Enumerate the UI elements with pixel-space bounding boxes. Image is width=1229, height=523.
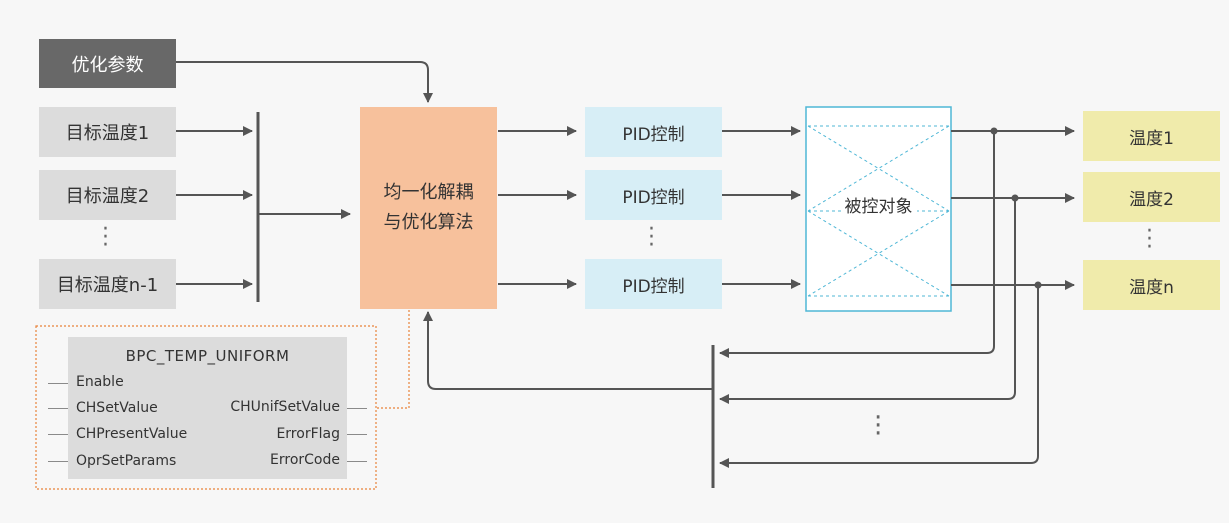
- feedback-to-algorithm-arrow: [423, 311, 712, 390]
- algorithm-label: 均一化解耦 与优化算法: [383, 182, 474, 233]
- temp-label: 温度2: [1129, 189, 1174, 210]
- pin-line-out-unifsetvalue: [347, 408, 367, 409]
- target-temp-box-2: 目标温度2: [39, 170, 176, 220]
- feedback-line-3: [719, 285, 1039, 468]
- pin-errorflag: ErrorFlag: [276, 426, 340, 442]
- temp-ellipsis: ···: [1146, 219, 1153, 260]
- optimize-params-label: 优化参数: [71, 54, 144, 76]
- function-block-title: BPC_TEMP_UNIFORM: [125, 347, 290, 365]
- algorithm-box: 均一化解耦 与优化算法: [360, 107, 497, 309]
- optimize-arrow: [176, 61, 433, 103]
- target-temp-box-1: 目标温度1: [39, 107, 176, 157]
- temp-label: 温度n: [1129, 277, 1174, 298]
- plant-label: 被控对象: [840, 191, 917, 217]
- pid-box-3: PID控制: [585, 259, 722, 309]
- target-temp-label: 目标温度n-1: [56, 275, 159, 296]
- pid-box-2: PID控制: [585, 170, 722, 220]
- pin-line-in-presentvalue: [48, 434, 68, 435]
- feedback-line-1: [719, 131, 995, 358]
- pin-line-out-errorflag: [347, 434, 367, 435]
- target-temp-box-3: 目标温度n-1: [39, 259, 176, 309]
- pid-label: PID控制: [622, 124, 685, 145]
- target-ellipsis: ···: [102, 217, 109, 258]
- temp-box-3: 温度n: [1083, 260, 1220, 310]
- pin-chpresentvalue: CHPresentValue: [76, 426, 188, 442]
- pin-errorcode: ErrorCode: [270, 452, 340, 468]
- function-block: BPC_TEMP_UNIFORM: [68, 337, 347, 479]
- temp-label: 温度1: [1129, 128, 1174, 149]
- pin-line-out-errorcode: [347, 461, 367, 462]
- pin-enable: Enable: [76, 374, 124, 390]
- pin-line-in-enable: [48, 383, 68, 384]
- feedback-line-2: [719, 198, 1016, 404]
- pin-chunifsetvalue: CHUnifSetValue: [230, 399, 340, 415]
- pin-line-in-oprsetparams: [48, 461, 68, 462]
- target-temp-label: 目标温度2: [65, 186, 150, 207]
- plant-label-box: 被控对象: [806, 190, 951, 218]
- pin-chsetvalue: CHSetValue: [76, 400, 158, 416]
- pid-label: PID控制: [622, 276, 685, 297]
- optimize-params-box: 优化参数: [39, 39, 176, 88]
- target-temp-label: 目标温度1: [65, 123, 150, 144]
- pid-box-1: PID控制: [585, 107, 722, 157]
- fb-connector-dotted: [377, 310, 410, 409]
- temp-box-1: 温度1: [1083, 111, 1220, 161]
- pin-oprsetparams: OprSetParams: [76, 453, 177, 469]
- pid-label: PID控制: [622, 187, 685, 208]
- pin-line-in-setvalue: [48, 408, 68, 409]
- fb-frame-dotted: [35, 325, 377, 490]
- pid-ellipsis: ···: [648, 217, 655, 258]
- feedback-ellipsis: ···: [874, 403, 883, 449]
- temp-box-2: 温度2: [1083, 172, 1220, 222]
